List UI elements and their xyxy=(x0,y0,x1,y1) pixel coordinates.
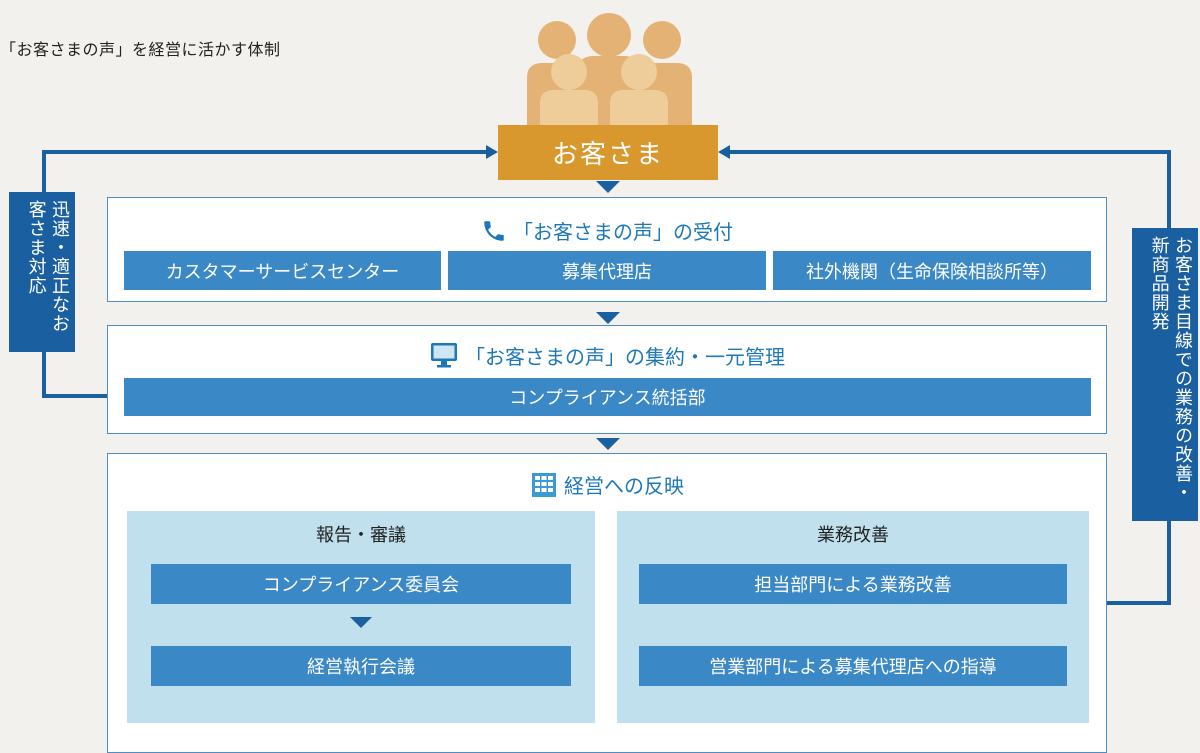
panel-report-review: 報告・審議 コンプライアンス委員会 経営執行会議 xyxy=(127,511,595,723)
dept-improvement-bar: 担当部門による業務改善 xyxy=(639,564,1067,604)
arrow-to-customer-left xyxy=(486,145,498,159)
monitor-icon xyxy=(431,343,457,368)
section-aggregation-heading: 「お客さまの声」の集約・一元管理 xyxy=(108,340,1106,370)
side-label-right: お客さま目線での業務の改善・新商品開発 xyxy=(1132,228,1198,521)
reception-item-customer-service: カスタマーサービスセンター xyxy=(124,251,441,290)
section-reception: 「お客さまの声」の受付 カスタマーサービスセンター 募集代理店 社外機関（生命保… xyxy=(107,197,1107,302)
left-loop-line-bottom xyxy=(42,394,109,398)
compliance-committee-bar: コンプライアンス委員会 xyxy=(151,564,571,604)
section-reception-title: 「お客さまの声」の受付 xyxy=(513,220,733,244)
arrow-down-3 xyxy=(596,438,620,450)
arrow-to-customer-right xyxy=(718,145,730,159)
arrow-down-2 xyxy=(596,312,620,324)
customer-label: お客さま xyxy=(551,140,664,170)
executive-meeting-bar: 経営執行会議 xyxy=(151,646,571,686)
section-management-heading: 経営への反映 xyxy=(108,470,1106,499)
arrow-down-committee xyxy=(350,617,372,628)
compliance-division-bar: コンプライアンス統括部 xyxy=(124,378,1091,416)
section-management-title: 経営への反映 xyxy=(564,474,684,498)
left-loop-line-top xyxy=(42,150,488,154)
reception-item-agency: 募集代理店 xyxy=(448,251,766,290)
page-title: 「お客さまの声」を経営に活かす体制 xyxy=(0,40,281,59)
panel-report-review-title: 報告・審議 xyxy=(316,525,406,546)
right-loop-line-top xyxy=(730,150,1170,154)
phone-icon xyxy=(484,220,504,241)
reception-item-external: 社外機関（生命保険相談所等） xyxy=(773,251,1091,290)
sales-guidance-bar: 営業部門による募集代理店への指導 xyxy=(639,646,1067,686)
people-illustration xyxy=(527,13,692,128)
arrow-down-1 xyxy=(596,181,620,193)
side-label-left: 迅速・適正なお客さま対応 xyxy=(9,192,75,352)
building-icon xyxy=(532,472,556,497)
section-management: 経営への反映 報告・審議 コンプライアンス委員会 経営執行会議 業務改善 担当部… xyxy=(107,453,1107,753)
right-loop-line-bottom xyxy=(1107,601,1171,605)
panel-business-improvement: 業務改善 担当部門による業務改善 営業部門による募集代理店への指導 xyxy=(617,511,1089,723)
customer-box: お客さま xyxy=(498,125,718,180)
section-aggregation: 「お客さまの声」の集約・一元管理 コンプライアンス統括部 xyxy=(107,325,1107,434)
panel-business-improvement-title: 業務改善 xyxy=(817,525,889,546)
section-reception-heading: 「お客さまの声」の受付 xyxy=(108,216,1106,245)
section-aggregation-title: 「お客さまの声」の集約・一元管理 xyxy=(465,344,785,369)
